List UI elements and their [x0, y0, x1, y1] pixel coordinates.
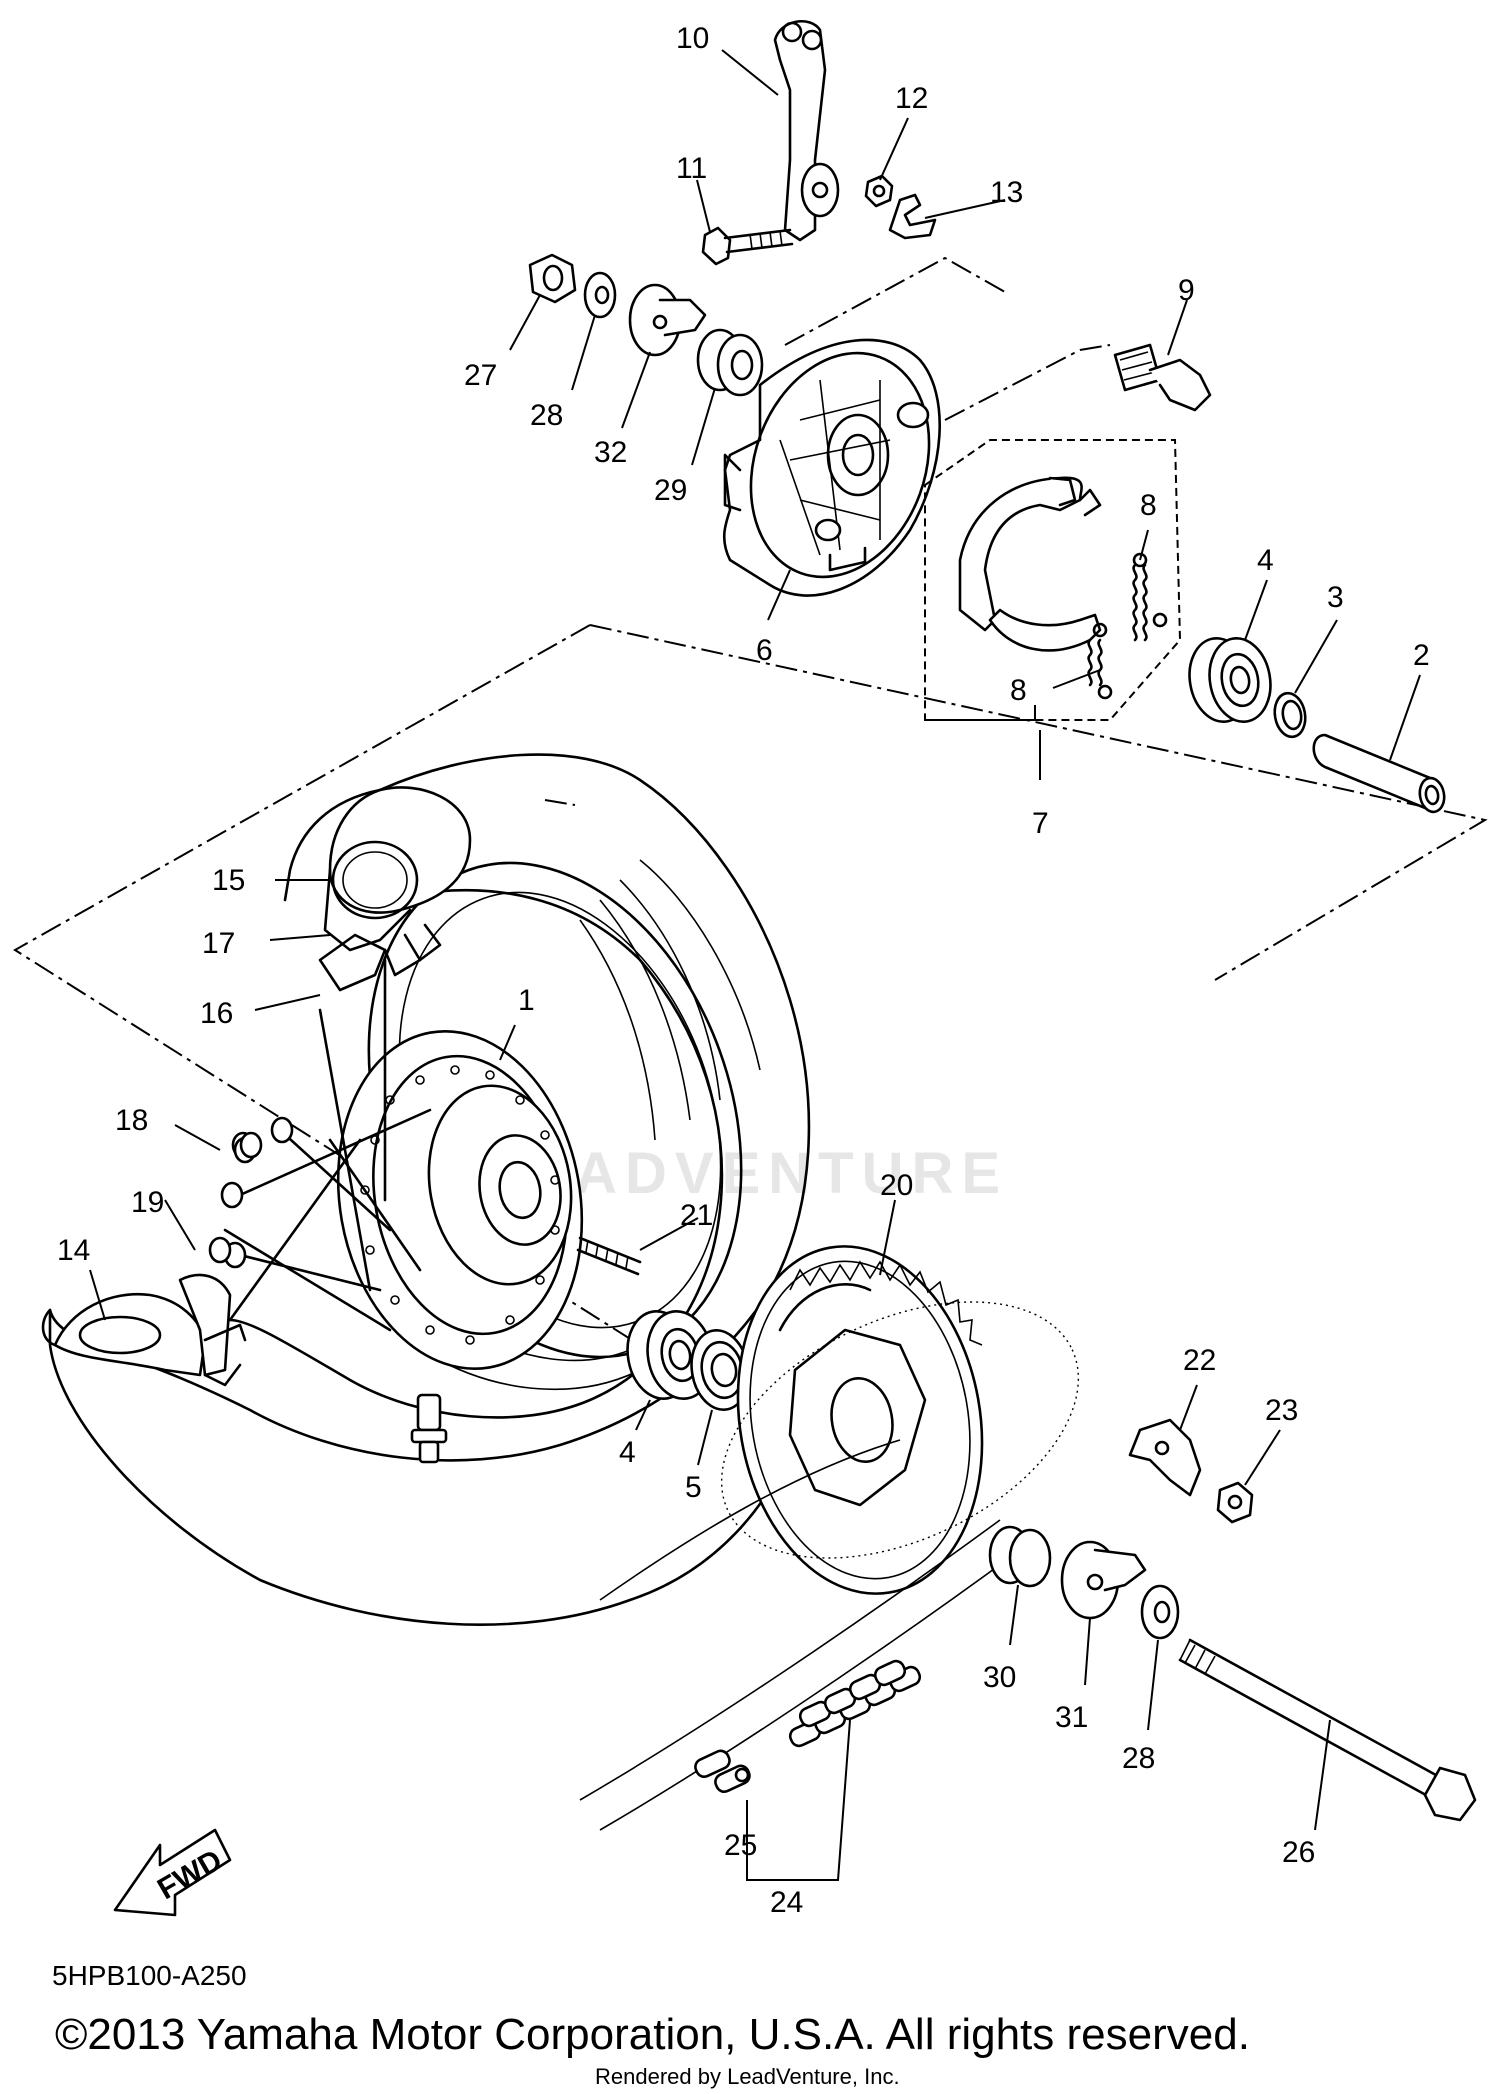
- brake-camshaft-part-9: [1113, 343, 1212, 412]
- spoke-nipples-part-18: [208, 1116, 294, 1269]
- part-label-25: 25: [724, 1829, 757, 1862]
- chain-adjuster-part-31: [1060, 1540, 1147, 1620]
- copyright-notice: ©2013 Yamaha Motor Corporation, U.S.A. A…: [55, 2010, 1250, 2059]
- plate-washer-part-13: [888, 193, 937, 240]
- sprocket-part-20: [736, 1245, 984, 1595]
- part-label-14: 14: [57, 1234, 90, 1267]
- part-label-13: 13: [990, 176, 1023, 209]
- stud-bolt-part-21: [576, 1236, 642, 1276]
- part-label-27: 27: [464, 359, 497, 392]
- bolt-part-11: [701, 226, 794, 266]
- washer-part-28-lower: [1140, 1584, 1180, 1640]
- nut-part-23: [1216, 1481, 1254, 1524]
- part-number-labels: 10 12 11 13 9 27 28 32 29 8 4 3 6 2 8 7 …: [57, 22, 1430, 1919]
- part-label-29: 29: [654, 474, 687, 507]
- nut-part-12: [864, 174, 894, 208]
- rendered-by-credit: Rendered by LeadVenture, Inc.: [595, 2064, 900, 2089]
- brake-arm-part-10: [773, 20, 840, 242]
- part-label-22: 22: [1183, 1344, 1216, 1377]
- part-label-9: 9: [1178, 274, 1195, 307]
- valve-stem: [410, 1393, 448, 1464]
- oil-seal-part-3: [1273, 691, 1307, 739]
- part-label-4-upper: 4: [1257, 544, 1274, 577]
- brake-spring-part-8-upper: [1132, 552, 1168, 642]
- part-label-10: 10: [676, 22, 709, 55]
- part-label-12: 12: [895, 82, 928, 115]
- collar-part-30: [988, 1525, 1052, 1588]
- brake-spring-part-8-lower: [1087, 622, 1113, 700]
- hub-part-1: [223, 958, 584, 1371]
- part-label-32: 32: [594, 436, 627, 469]
- collar-part-29: [696, 328, 764, 397]
- part-label-6: 6: [756, 634, 773, 667]
- assembly-boundary-lines: [13, 256, 1488, 1501]
- part-label-17: 17: [202, 927, 235, 960]
- part-label-11: 11: [676, 152, 707, 185]
- part-label-21: 21: [680, 1199, 713, 1232]
- part-label-23: 23: [1265, 1394, 1298, 1427]
- part-label-15: 15: [212, 864, 245, 897]
- part-label-18: 18: [115, 1104, 148, 1137]
- rim-band-part-19: [53, 1273, 247, 1387]
- tire-part-14: [41, 753, 811, 1626]
- part-label-8-lower: 8: [1010, 674, 1027, 707]
- part-label-16: 16: [200, 997, 233, 1030]
- part-label-26: 26: [1282, 1836, 1315, 1869]
- part-label-20: 20: [880, 1169, 913, 1202]
- part-label-28-upper: 28: [530, 399, 563, 432]
- forward-arrow-icon: FWD: [113, 1828, 232, 1917]
- washer-part-28-upper: [583, 271, 617, 319]
- part-label-8-upper: 8: [1140, 489, 1157, 522]
- part-label-24: 24: [770, 1886, 803, 1919]
- part-label-2: 2: [1413, 639, 1430, 672]
- part-label-4-lower: 4: [619, 1436, 636, 1469]
- nut-part-27: [528, 253, 577, 304]
- part-label-1: 1: [518, 984, 535, 1017]
- part-label-28-lower: 28: [1122, 1742, 1155, 1775]
- leader-lines: [89, 49, 1421, 1881]
- axle-spacer-part-2: [1312, 733, 1446, 814]
- part-label-31: 31: [1055, 1701, 1088, 1734]
- part-label-30: 30: [983, 1661, 1016, 1694]
- diagram-code: 5HPB100-A250: [52, 1960, 247, 1991]
- brake-shoe-plate-part-6: [722, 338, 941, 597]
- tube-part-15: [318, 786, 472, 992]
- part-label-19: 19: [131, 1186, 164, 1219]
- brake-shoe-kit-part-7: [924, 439, 1182, 721]
- part-label-7: 7: [1032, 807, 1049, 840]
- chain-adjuster-part-32: [628, 283, 707, 357]
- part-label-5: 5: [685, 1471, 702, 1504]
- drive-chain-part-24: [579, 1301, 1080, 1831]
- lock-washer-part-22: [1128, 1418, 1202, 1497]
- master-link-part-25: [694, 1749, 751, 1794]
- part-label-3: 3: [1327, 581, 1344, 614]
- bearing-part-4-upper: [1188, 637, 1272, 723]
- axle-part-26: [1178, 1638, 1477, 1822]
